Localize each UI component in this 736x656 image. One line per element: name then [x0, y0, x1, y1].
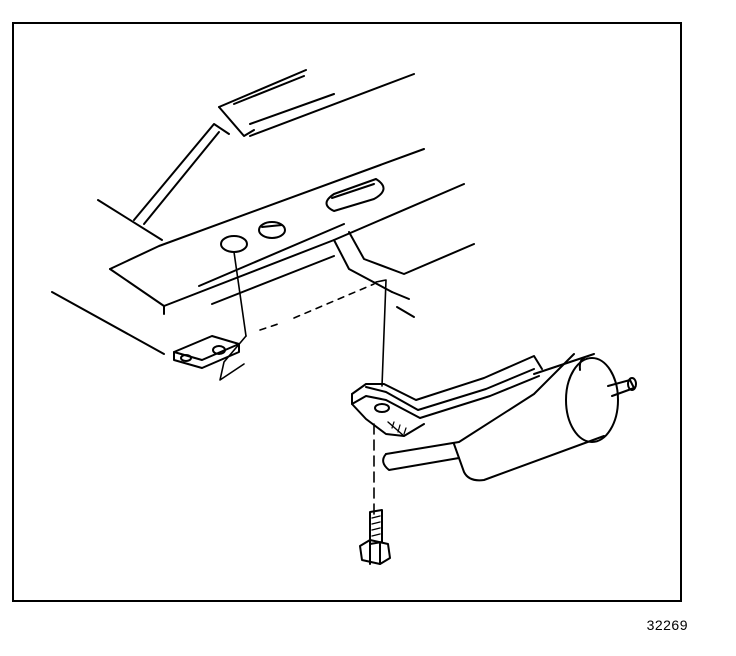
small-bracket-plate — [173, 335, 240, 369]
diagram-frame — [12, 22, 682, 602]
fuel-filter — [382, 353, 637, 482]
fuel-filter-bracket-illustration — [51, 69, 637, 565]
alignment-lines — [219, 251, 387, 515]
figure-number: 32269 — [646, 617, 688, 633]
mounting-bolt — [359, 509, 391, 565]
frame-rail — [51, 69, 475, 355]
fuel-filter-bracket — [351, 355, 543, 437]
